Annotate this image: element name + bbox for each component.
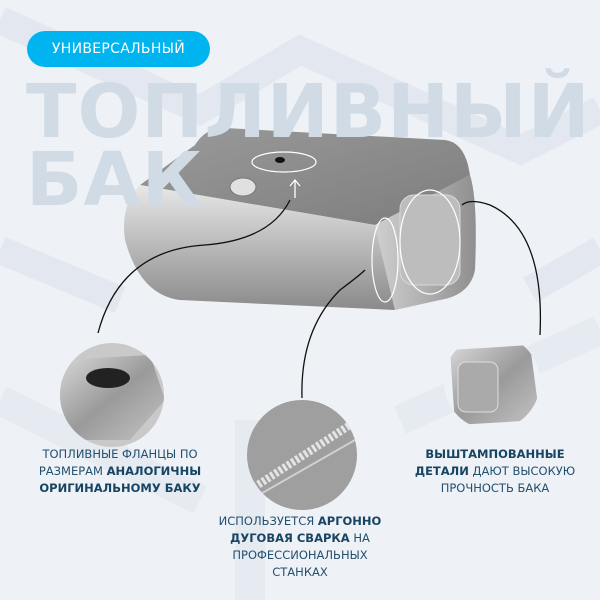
title-line-1: ТОПЛИВНЫЙ: [26, 69, 591, 155]
feature-image-weld: [247, 400, 357, 510]
universal-badge: УНИВЕРСАЛЬНЫЙ: [27, 31, 210, 67]
title-line-2: БАК: [26, 137, 204, 223]
feature-caption-flanges: Топливные фланцы по размерам аналогичны …: [38, 447, 202, 495]
feature-caption-stamped: Выштампованные детали дают высокую прочн…: [414, 447, 576, 495]
page-title: ТОПЛИВНЫЙ БАК: [26, 69, 591, 223]
feature-image-stamped: [444, 334, 540, 430]
feature-image-flanges: [60, 343, 164, 447]
feature-caption-weld: Используется аргонно дуговая сварка на п…: [218, 514, 382, 579]
